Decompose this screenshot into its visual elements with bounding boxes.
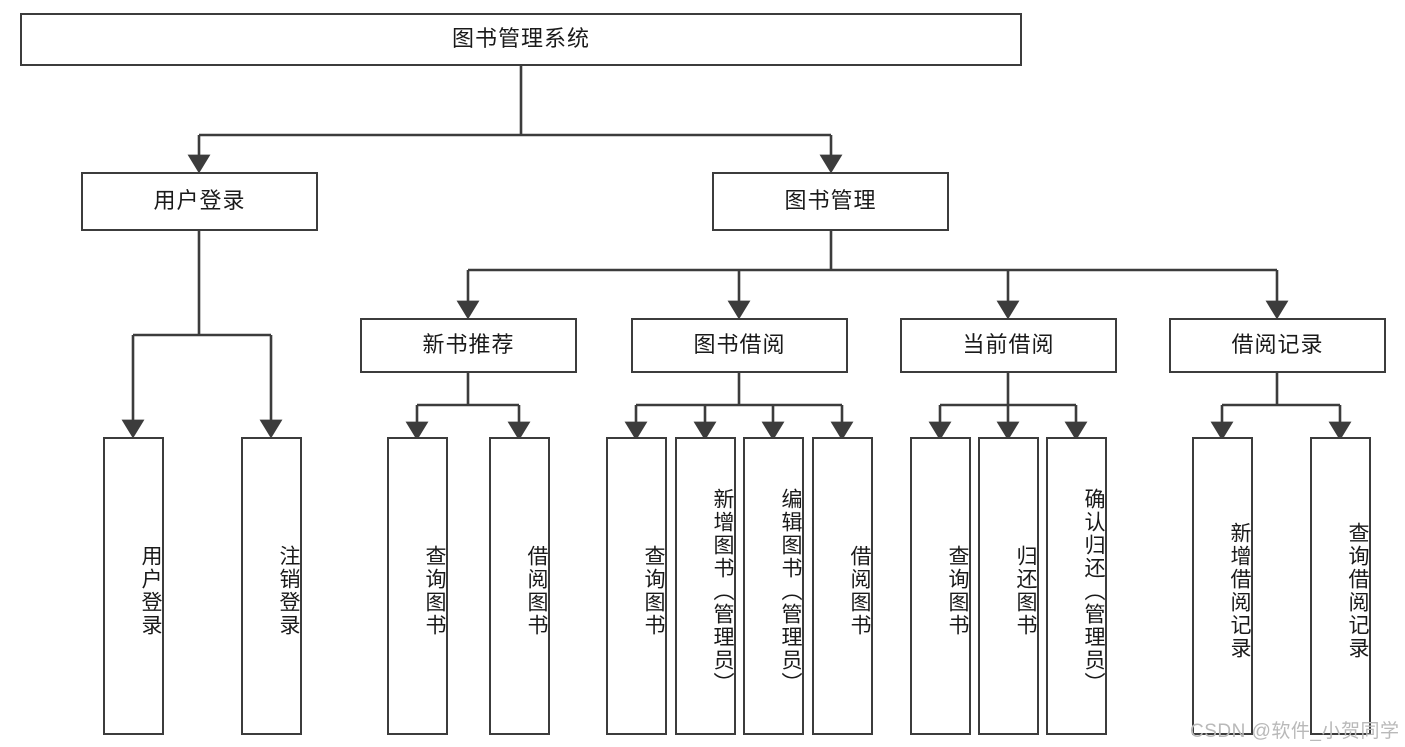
leaf-label: 归还图书 (1014, 545, 1037, 637)
leaf-user-login-login[interactable]: 用户登录 (103, 437, 164, 735)
leaf-label: 查询图书 (642, 545, 665, 637)
leaf-user-login-logout[interactable]: 注销登录 (241, 437, 302, 735)
leaf-label: 借阅图书 (525, 545, 548, 637)
node-book-management[interactable]: 图书管理 (712, 172, 949, 231)
leaf-borrow-record-query-record[interactable]: 查询借阅记录 (1310, 437, 1371, 735)
leaf-book-borrow-add-book-admin[interactable]: 新增图书（管理员） (675, 437, 736, 735)
leaf-label: 查询图书 (946, 545, 969, 637)
leaf-borrow-record-add-record[interactable]: 新增借阅记录 (1192, 437, 1253, 735)
leaf-label: 注销登录 (277, 545, 300, 637)
leaf-label: 新增借阅记录 (1228, 522, 1251, 660)
node-root[interactable]: 图书管理系统 (20, 13, 1022, 66)
node-root-label: 图书管理系统 (451, 26, 590, 52)
leaf-label: 查询借阅记录 (1346, 522, 1369, 660)
leaf-label: 查询图书 (423, 545, 446, 637)
leaf-label: 用户登录 (139, 545, 162, 637)
leaf-book-borrow-borrow-book[interactable]: 借阅图书 (812, 437, 873, 735)
csdn-watermark: CSDN @软件_小贺同学 (1190, 721, 1400, 742)
leaf-new-book-query-book[interactable]: 查询图书 (387, 437, 448, 735)
node-borrow-record-label: 借阅记录 (1231, 332, 1324, 358)
node-book-borrow[interactable]: 图书借阅 (631, 318, 848, 373)
node-book-management-label: 图书管理 (784, 188, 877, 214)
leaf-label: 编辑图书（管理员） (779, 487, 802, 695)
node-new-book-recommend[interactable]: 新书推荐 (360, 318, 577, 373)
leaf-label: 新增图书（管理员） (711, 487, 734, 695)
leaf-current-borrow-confirm-return-admin[interactable]: 确认归还（管理员） (1046, 437, 1107, 735)
node-book-borrow-label: 图书借阅 (693, 332, 786, 358)
node-new-book-recommend-label: 新书推荐 (422, 332, 515, 358)
node-borrow-record[interactable]: 借阅记录 (1169, 318, 1386, 373)
node-user-login-label: 用户登录 (153, 188, 246, 214)
leaf-label: 借阅图书 (848, 545, 871, 637)
node-user-login[interactable]: 用户登录 (81, 172, 318, 231)
leaf-current-borrow-query-book[interactable]: 查询图书 (910, 437, 971, 735)
leaf-book-borrow-edit-book-admin[interactable]: 编辑图书（管理员） (743, 437, 804, 735)
node-current-borrow-label: 当前借阅 (962, 332, 1055, 358)
leaf-label: 确认归还（管理员） (1082, 487, 1105, 695)
leaf-new-book-borrow-book[interactable]: 借阅图书 (489, 437, 550, 735)
leaf-book-borrow-query-book[interactable]: 查询图书 (606, 437, 667, 735)
node-current-borrow[interactable]: 当前借阅 (900, 318, 1117, 373)
leaf-current-borrow-return-book[interactable]: 归还图书 (978, 437, 1039, 735)
